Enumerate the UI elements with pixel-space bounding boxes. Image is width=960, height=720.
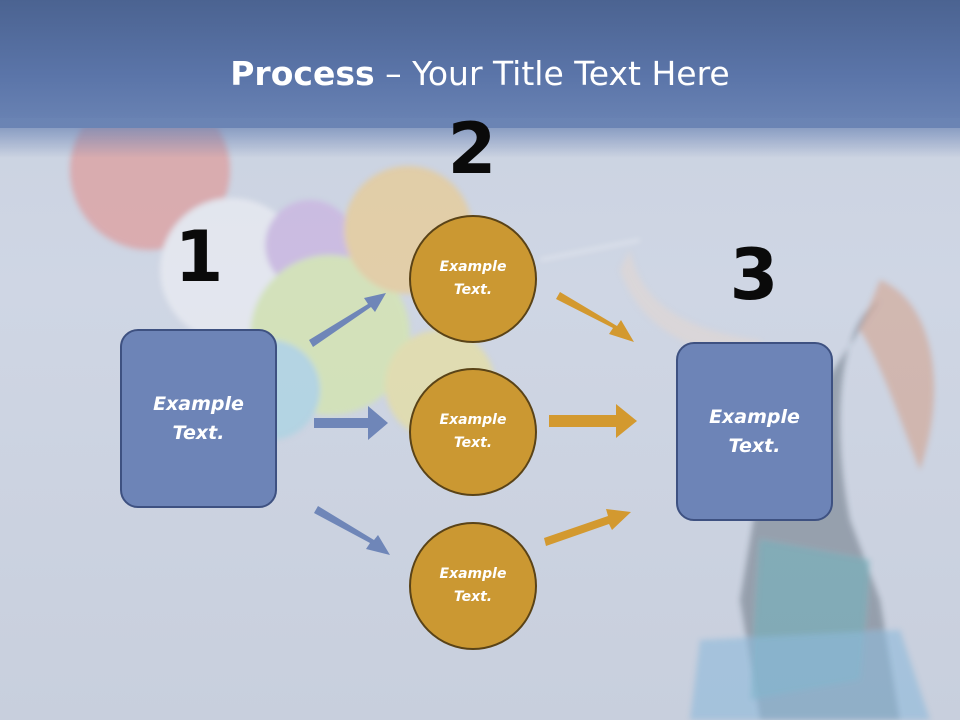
arrow-top-to-right (556, 292, 634, 342)
title-bar (0, 0, 960, 128)
step-circle-middle: Example Text. (409, 368, 537, 496)
right-step-box-label: Example Text. (709, 405, 800, 457)
title-bar-fade (0, 118, 960, 158)
arrow-bottom-to-right (544, 509, 631, 546)
step-circle-middle-label: Example Text. (439, 412, 507, 451)
arrow-left-to-top (309, 293, 386, 347)
title-bold: Process (230, 54, 375, 93)
right-step-box: Example Text. (676, 342, 833, 521)
step-circle-top-label: Example Text. (439, 259, 507, 298)
step-circle-top: Example Text. (409, 215, 537, 343)
slide-title: Process – Your Title Text Here (0, 52, 960, 96)
step-circle-bottom-label: Example Text. (439, 566, 507, 605)
arrow-middle-to-right (549, 404, 637, 438)
arrow-left-to-middle (314, 406, 388, 440)
step-number-3: 3 (729, 234, 779, 316)
arrow-left-to-bottom (314, 506, 390, 555)
step-circle-bottom: Example Text. (409, 522, 537, 650)
left-step-box: Example Text. (120, 329, 277, 508)
step-number-1: 1 (174, 216, 224, 298)
left-step-box-label: Example Text. (153, 392, 244, 444)
title-rest: – Your Title Text Here (374, 54, 730, 93)
step-number-2: 2 (447, 108, 497, 190)
